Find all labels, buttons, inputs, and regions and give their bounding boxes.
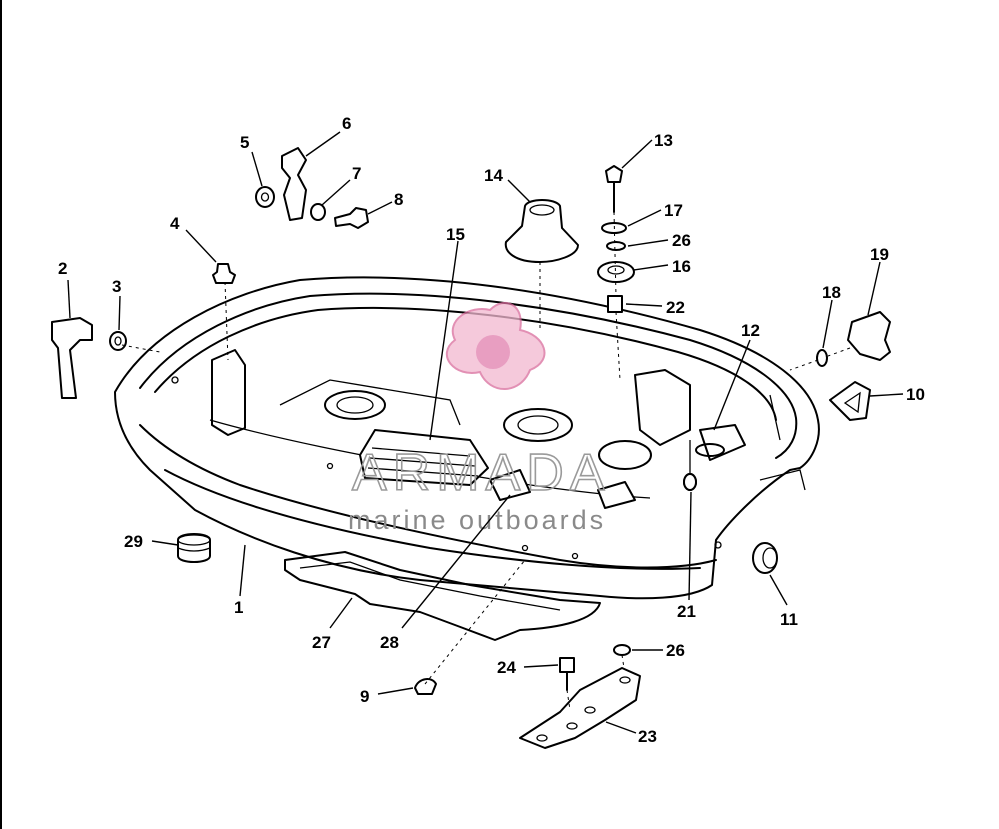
washer-26-lower bbox=[613, 644, 631, 656]
plug bbox=[414, 678, 437, 695]
boot bbox=[504, 199, 579, 263]
watermark-subtitle: marine outboards bbox=[348, 505, 606, 535]
callout-22: 22 bbox=[666, 298, 685, 317]
callout-2: 2 bbox=[58, 259, 67, 278]
washer-26-upper bbox=[606, 241, 626, 251]
watermark: ARMADA marine outboards bbox=[348, 301, 610, 535]
lever bbox=[51, 317, 93, 399]
callout-29: 28 bbox=[380, 633, 399, 652]
callout-27: 27 bbox=[312, 633, 331, 652]
bushing bbox=[607, 295, 623, 313]
washer-3 bbox=[109, 331, 127, 351]
callout-14: 14 bbox=[484, 166, 503, 185]
screw-8 bbox=[334, 207, 369, 229]
callout-23: 23 bbox=[638, 727, 657, 746]
callout-13: 13 bbox=[654, 131, 673, 150]
callout-26-lower: 26 bbox=[666, 641, 685, 660]
callout-8: 8 bbox=[394, 190, 403, 209]
pin bbox=[683, 473, 697, 491]
latch-bracket bbox=[847, 311, 891, 361]
callout-17: 17 bbox=[664, 201, 683, 220]
logo-center bbox=[476, 335, 510, 369]
watermark-title: ARMADA bbox=[352, 444, 610, 502]
washer-7 bbox=[310, 203, 326, 221]
callout-28: 29 bbox=[124, 532, 143, 551]
grommet-11 bbox=[752, 542, 778, 574]
callout-10: 10 bbox=[906, 385, 925, 404]
washer-18 bbox=[816, 349, 828, 367]
bolt-24 bbox=[559, 657, 575, 673]
callout-5: 5 bbox=[240, 133, 249, 152]
grommet-16 bbox=[597, 261, 635, 283]
callout-24: 24 bbox=[497, 658, 516, 677]
callout-4: 4 bbox=[170, 214, 180, 233]
callout-12: 12 bbox=[741, 321, 760, 340]
grommet-28 bbox=[177, 533, 211, 563]
gasket bbox=[284, 551, 601, 641]
callout-9: 9 bbox=[360, 687, 369, 706]
callout-7: 7 bbox=[352, 164, 361, 183]
washer-17 bbox=[601, 222, 627, 234]
callout-26-upper: 26 bbox=[672, 231, 691, 250]
callout-1: 1 bbox=[234, 598, 243, 617]
clip bbox=[829, 381, 871, 421]
callout-3: 3 bbox=[112, 277, 121, 296]
callout-15: 15 bbox=[446, 225, 465, 244]
fitting bbox=[212, 263, 236, 284]
callout-6: 6 bbox=[342, 114, 351, 133]
bracket bbox=[519, 667, 641, 749]
bolt-13 bbox=[605, 165, 623, 183]
callout-21: 21 bbox=[677, 602, 696, 621]
cam-plate bbox=[281, 147, 307, 221]
callout-11: 11 bbox=[780, 610, 798, 629]
callouts: 1 2 3 4 5 6 7 8 9 10 11 12 13 bbox=[58, 114, 925, 746]
callout-16: 16 bbox=[672, 257, 691, 276]
washer-5 bbox=[255, 186, 275, 208]
callout-19: 19 bbox=[870, 245, 889, 264]
callout-18: 18 bbox=[822, 283, 841, 302]
